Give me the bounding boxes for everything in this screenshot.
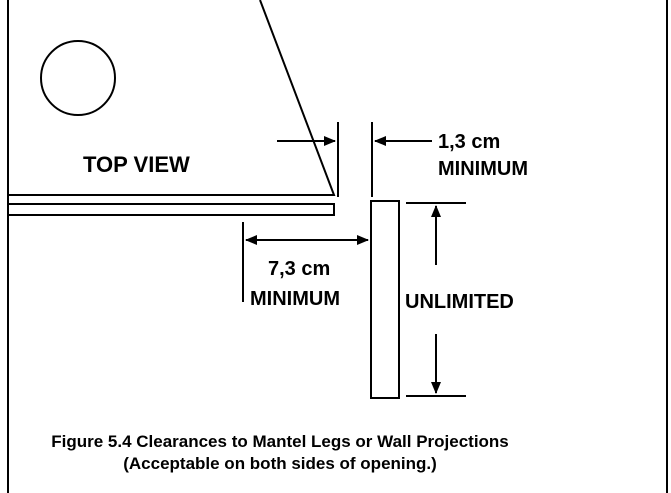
figure-caption-note: (Acceptable on both sides of opening.) [123, 454, 437, 473]
fireplace-outline [8, 0, 336, 196]
top-view-label: TOP VIEW [83, 152, 190, 177]
side-clearance-note: MINIMUM [438, 158, 528, 180]
side-clearance-value: 1,3 cm [438, 131, 500, 153]
front-clearance-note: MINIMUM [250, 288, 340, 310]
figure-caption-title: Figure 5.4 Clearances to Mantel Legs or … [51, 432, 509, 451]
flue-circle [40, 40, 116, 116]
front-clearance-value: 7,3 cm [268, 258, 330, 280]
hearth-strip [7, 203, 335, 216]
projection-depth-label: UNLIMITED [405, 291, 514, 313]
wall-projection [370, 200, 400, 399]
